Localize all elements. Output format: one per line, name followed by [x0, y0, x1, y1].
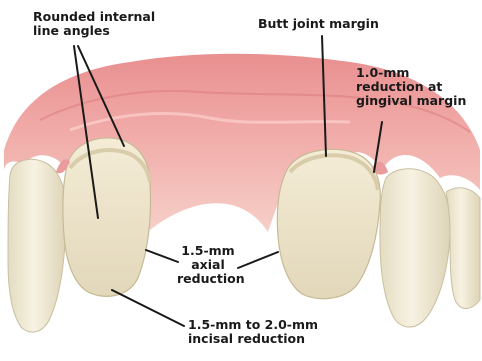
far-right-tooth: [446, 188, 480, 309]
label-rounded-internal-line-angles: Rounded internal line angles: [33, 10, 155, 38]
label-incisal-reduction: 1.5-mm to 2.0-mm incisal reduction: [188, 318, 318, 346]
right-lateral-incisor: [380, 169, 450, 327]
leader-axial-left: [146, 250, 178, 262]
leader-axial-right: [238, 252, 278, 268]
label-butt-joint-margin: Butt joint margin: [258, 17, 379, 31]
label-axial-reduction: 1.5-mm axial reduction: [177, 244, 239, 286]
leader-incisal: [112, 290, 184, 326]
label-gingival-reduction: 1.0-mm reduction at gingival margin: [356, 66, 466, 108]
left-lateral-incisor: [8, 159, 66, 332]
